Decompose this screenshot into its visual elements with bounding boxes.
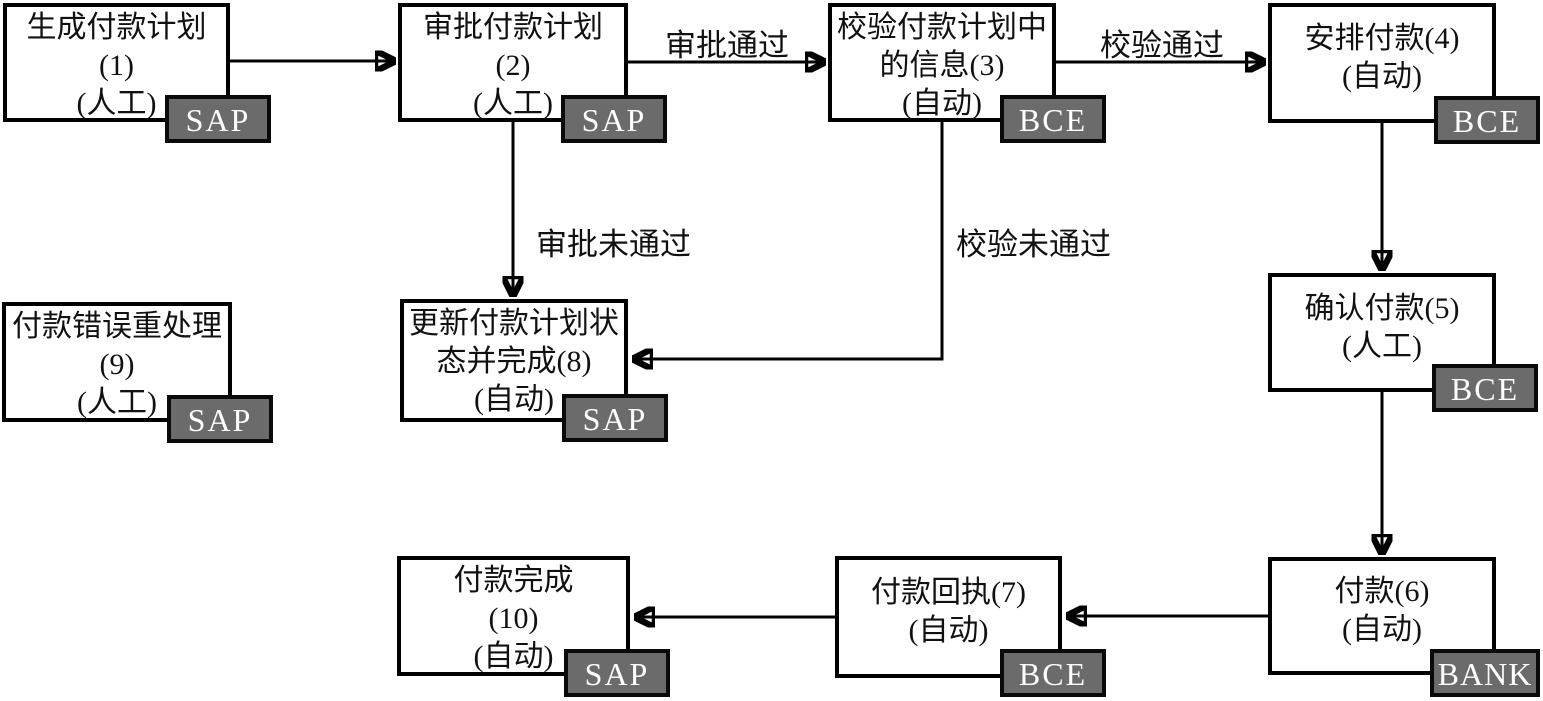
node-line: 生成付款计划 [26, 11, 207, 44]
node-line: 的信息(3) [879, 49, 1005, 82]
system-badge-bce: BCE [1000, 95, 1106, 143]
node-line: (10) [488, 602, 539, 635]
node-verify-payment-info: 校验付款计划中 的信息(3) (自动) [828, 3, 1056, 122]
node-text: 校验付款计划中 的信息(3) (自动) [832, 7, 1052, 120]
node-line: 确认付款(5) [1304, 291, 1460, 325]
node-line: (自动) [1342, 60, 1422, 93]
edge-label-approve-pass: 审批通过 [665, 28, 789, 63]
node-line: (2) [495, 49, 531, 82]
node-text: 安排付款(4) (自动) [1272, 7, 1492, 119]
node-line: (人工) [1342, 329, 1422, 363]
node-line: (人工) [76, 87, 157, 120]
node-line: (自动) [473, 640, 554, 673]
system-badge-sap: SAP [561, 95, 667, 143]
node-line: (人工) [473, 87, 553, 120]
node-line: (自动) [908, 614, 989, 647]
edge-label-verify-pass: 校验通过 [1100, 28, 1224, 63]
node-line: 审批付款计划 [423, 11, 603, 44]
node-update-plan-status: 更新付款计划状 态并完成(8) (自动) [400, 299, 628, 422]
node-text: 付款(6) (自动) [1272, 561, 1492, 671]
system-badge-bce: BCE [1434, 96, 1540, 144]
node-text: 付款回执(7) (自动) [839, 560, 1058, 674]
node-line: 校验付款计划中 [837, 11, 1047, 44]
node-text: 更新付款计划状 态并完成(8) (自动) [404, 303, 624, 418]
node-text: 审批付款计划 (2) (人工) [402, 7, 624, 120]
node-line: 安排付款(4) [1304, 22, 1460, 55]
node-line: (自动) [1342, 613, 1422, 646]
system-badge-sap: SAP [165, 95, 271, 143]
node-text: 付款错误重处理 (9) (人工) [6, 306, 228, 419]
system-badge-bce: BCE [1000, 649, 1106, 697]
node-line: (1) [99, 49, 134, 82]
node-line: 更新付款计划状 [409, 307, 619, 340]
node-confirm-payment: 确认付款(5) (人工) [1268, 273, 1496, 392]
node-text: 确认付款(5) (人工) [1272, 277, 1492, 388]
system-badge-bank: BANK [1430, 649, 1540, 697]
node-line: 付款错误重处理 [12, 310, 222, 343]
node-line: (人工) [77, 386, 157, 419]
node-line: 态并完成(8) [436, 345, 592, 378]
edge-label-verify-fail: 校验未通过 [956, 227, 1111, 262]
edge-label-approve-fail: 审批未通过 [536, 227, 691, 262]
node-text: 生成付款计划 (1) (人工) [7, 7, 226, 120]
node-line: (自动) [474, 383, 554, 416]
node-line: (自动) [902, 87, 982, 120]
system-badge-sap: SAP [562, 394, 668, 442]
system-badge-bce: BCE [1432, 364, 1538, 412]
node-line: 付款(6) [1334, 575, 1430, 608]
node-line: 付款回执(7) [871, 576, 1026, 609]
system-badge-sap: SAP [564, 649, 670, 697]
node-text: 付款完成 (10) (自动) [401, 560, 626, 673]
connector-3-to-8 [634, 122, 944, 359]
node-line: 付款完成 [453, 564, 574, 597]
system-badge-sap: SAP [167, 395, 273, 443]
node-line: (9) [99, 348, 135, 381]
